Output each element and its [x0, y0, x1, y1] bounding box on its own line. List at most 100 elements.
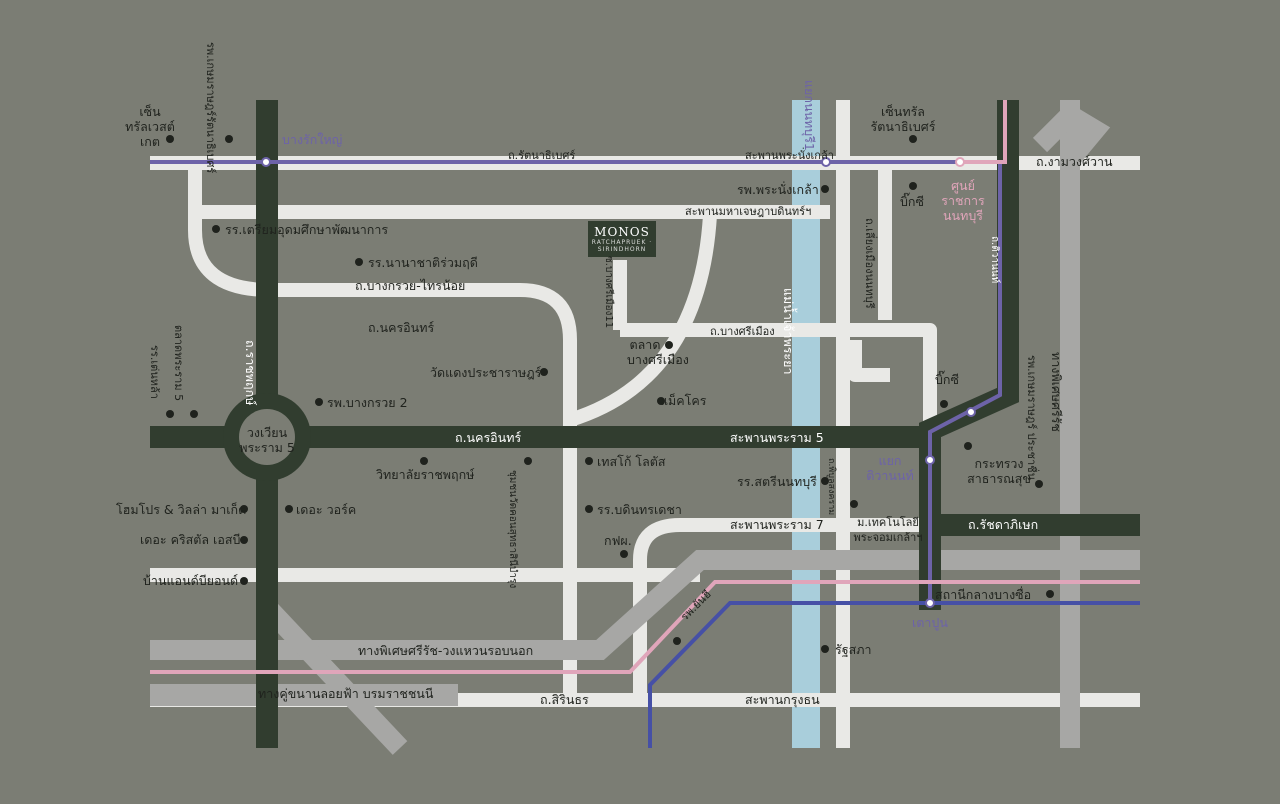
label-rama5-bridge: สะพานพระราม 5 [730, 430, 824, 445]
poi-dot [420, 457, 428, 465]
pink-line-lower [150, 580, 1140, 674]
poi-dot [620, 550, 628, 558]
label-parliament: รัฐสภา [835, 642, 872, 657]
poi-dot [585, 457, 593, 465]
label-baan-beyond: บ้านแอนด์บียอนด์ [143, 573, 239, 588]
label-chao-phraya: แม่น้ำเจ้าพระยา [781, 288, 796, 375]
poi-dot [240, 577, 248, 585]
label-rr-ten-kla: รร.เต่นหล้า [148, 345, 161, 399]
label-station-bang-rak-yai: บางรักใหญ่ [282, 132, 343, 147]
label-ratchaphruek: ถ.ราชพฤกษ์ [243, 340, 258, 406]
label-soi-11: ซ.บางศรีเมือง11 [603, 256, 614, 329]
station-yaek-nonthaburi [821, 157, 831, 167]
label-station-yaek-tiwanon: แยกติวานนท์ [866, 453, 914, 483]
poi-dot [1046, 590, 1054, 598]
label-bang-kruai-2: รพ.บางกรวย 2 [327, 395, 408, 410]
chao-phraya-river [792, 100, 820, 748]
label-phibun: ถ.พิบูลสงคราม [826, 458, 836, 516]
label-sri-rat-outer: ทางพิเศษศรีรัช-วงแหวนรอบนอก [358, 643, 534, 658]
label-wat-daeng: วัดแดงประชาราษฎร์ [430, 365, 542, 380]
label-tesco-lotus: เทสโก้ โลตัส [597, 454, 666, 469]
label-the-crystal: เดอะ คริสตัล เอสบี [140, 532, 241, 547]
label-kmutnb: ม.เทคโนโลยีพระจอมเกล้าฯ [853, 516, 923, 544]
label-the-walk: เดอะ วอร์ค [296, 502, 357, 517]
label-big-c-2: บิ๊กซี [935, 372, 959, 387]
monos-logo: MONOS RATCHAPRUEK · SIRINDHORN [588, 221, 656, 257]
label-ngam-wong-wan: ถ.งามวงศ์วาน [1036, 154, 1113, 169]
label-makro: แม็คโคร [660, 393, 707, 408]
poi-dot [240, 536, 248, 544]
label-rama5-market: ตลาดพระราม 5 [172, 325, 185, 402]
logo-name: MONOS [594, 225, 650, 239]
label-maha-chesadabodin: สะพานมหาเจษฎาบดินทร์ฯ [685, 205, 812, 218]
poi-dot [315, 398, 323, 406]
poi-dot [285, 505, 293, 513]
label-sirindhorn: ถ.สิรินธร [540, 692, 589, 707]
poi-dot [940, 400, 948, 408]
expressway-loop [1032, 102, 1111, 167]
label-big-c-1: บิ๊กซี [900, 194, 924, 209]
poi-dot [540, 368, 548, 376]
poi-dot [850, 500, 858, 508]
label-krungthon-bridge: สะพานกรุงธน [745, 692, 820, 707]
poi-dot [909, 182, 917, 190]
label-yaek-nonthaburi-1: แยกนนทบุรี1 [802, 80, 817, 151]
poi-dot [225, 135, 233, 143]
label-borommaratchachonnani: ทางคู่ขนานลอยฟ้า บรมราชชนนี [258, 686, 434, 701]
label-international-school: รร.นานาชาติร่วมฤดี [368, 255, 478, 270]
label-nakhon-in-upper: ถ.นครอินทร์ [368, 320, 435, 335]
label-rama5-circle: วงเวียนพระราม 5 [239, 425, 295, 455]
poi-dot [240, 505, 248, 513]
label-station-tao-poon: เตาปูน [912, 615, 948, 630]
poi-dot [909, 135, 917, 143]
label-ratchadaphisek: ถ.รัชดาภิเษก [968, 517, 1039, 532]
label-bang-kruai-sai-noi: ถ.บางกรวย-ไทรน้อย [355, 278, 466, 293]
poi-dot [166, 410, 174, 418]
station-bang-rak-yai [261, 157, 271, 167]
label-ministry-public-health: กระทรวงสาธารณสุข [967, 456, 1031, 486]
poi-dot [657, 397, 665, 405]
logo-sub: RATCHAPRUEK · SIRINDHORN [591, 239, 653, 253]
label-central-westgate: เซ็นทรัลเวสต์เกต [125, 104, 175, 149]
label-phra-nang-klao-bridge: สะพานพระนั่งเกล้า [745, 149, 834, 162]
poi-dot [212, 225, 220, 233]
label-station-civic-center: ศูนย์ราชการนนทบุรี [941, 178, 985, 223]
expressway-borommaratchachonnani [150, 684, 458, 706]
label-rattanathibet: ถ.รัตนาธิเบศร์ [508, 149, 576, 162]
label-triam-udom: รร.เตรียมอุดมศึกษาพัฒนาการ [225, 222, 389, 237]
label-tiwanon: ถ.ติวานนท์ [989, 236, 1000, 284]
station-tao-poon [925, 598, 935, 608]
label-homepro: โฮมโปร & วิลล่า มาเก็ต [116, 502, 247, 517]
label-chumchon-school: ชุมชนวัดคอนสุทธาสินีบำรุง [507, 470, 518, 589]
label-bodindecha: รร.บดินทรเดชา [597, 502, 682, 517]
poi-dot [585, 505, 593, 513]
road-phibun-link [848, 340, 890, 382]
poi-dot [673, 637, 681, 645]
label-central-rattanathibet: เซ็นทรัลรัตนาธิเบศร์ [870, 104, 936, 134]
label-kasemrad: รพ.เกษมราษฎร์รัตนาธิเบศร์ [204, 42, 217, 174]
label-ratchaphruek-college: วิทยาลัยราชพฤกษ์ [376, 467, 475, 482]
poi-dot [1035, 480, 1043, 488]
station-tiwanon-1 [966, 407, 976, 417]
poi-dot [821, 185, 829, 193]
poi-dot [665, 341, 673, 349]
label-kfp: กฟผ. [604, 533, 632, 548]
poi-dot [821, 645, 829, 653]
label-nakhon-in-main: ถ.นครอินทร์ [455, 430, 522, 445]
label-rama7-bridge: สะพานพระราม 7 [730, 517, 824, 532]
pink-line [960, 100, 1007, 164]
rama5-roundabout-center [239, 409, 295, 465]
poi-dot [190, 410, 198, 418]
label-sri-rat-expressway: ทางพิเศษศรีรัช [1049, 352, 1064, 432]
poi-dot [524, 457, 532, 465]
poi-dot [166, 135, 174, 143]
poi-dot [821, 477, 829, 485]
label-bang-si-mueang: ถ.บางศรีเมือง [710, 325, 775, 338]
station-yaek-tiwanon [925, 455, 935, 465]
label-bang-si-mueang-market: ตลาดบางศรีเมือง [627, 337, 689, 367]
road-rama7 [633, 518, 920, 700]
poi-dot [964, 442, 972, 450]
label-satri-nonthaburi: รร.สตรีนนทบุรี [737, 474, 817, 489]
expressway-diagonal [262, 603, 408, 755]
